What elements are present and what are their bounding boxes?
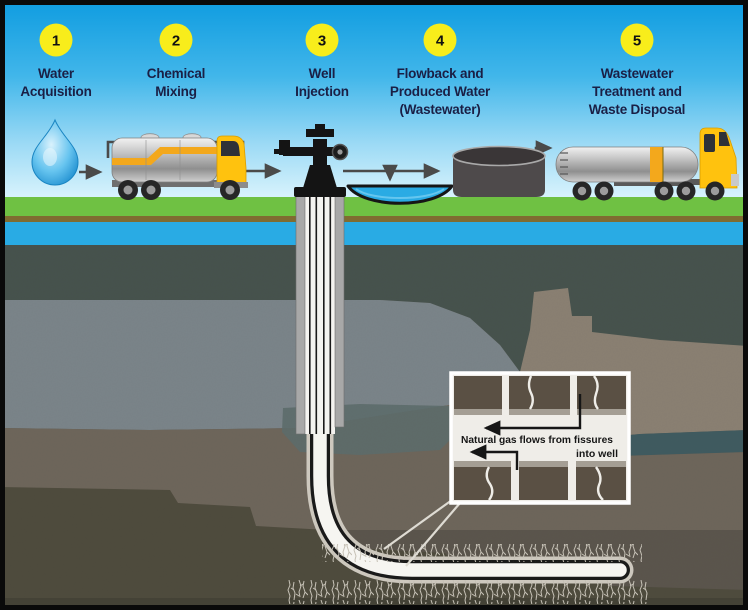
fracture-fissures [286, 544, 648, 604]
lined-pond-icon [346, 184, 454, 205]
mixer-truck-wheels [118, 180, 240, 200]
storage-tank-icon [452, 145, 546, 197]
step-1-label-line2: Acquisition [20, 84, 91, 99]
step-5-badge [620, 23, 654, 57]
wellhead-icon [274, 124, 349, 197]
inset-arrow-lower [469, 444, 519, 470]
step-3-badge [305, 23, 339, 57]
step-4-badge [423, 23, 457, 57]
step-4-label-line2: Produced Water [390, 84, 491, 99]
step-2-label-line1: Chemical [147, 66, 205, 81]
inset-fissure-cracks [485, 375, 604, 501]
inset-rock-blocks [454, 376, 626, 500]
inset-caption-line2: into well [576, 448, 618, 460]
grass-layer [0, 197, 748, 216]
step-3: 3 Well Injection [295, 23, 349, 99]
step-5-label-line2: Treatment and [592, 84, 682, 99]
step-4-label-line3: (Wastewater) [399, 102, 480, 117]
step-4-number: 4 [436, 33, 445, 50]
well-casing [295, 193, 345, 435]
inset-caption-line1: Natural gas flows from fissures [461, 434, 613, 446]
step-3-label-line1: Well [309, 66, 336, 81]
step-1: 1 Water Acquisition [20, 23, 92, 99]
step-3-number: 3 [318, 33, 326, 50]
step-3-label-line2: Injection [295, 84, 349, 99]
step-1-number: 1 [52, 33, 60, 50]
step-4: 4 Flowback and Produced Water (Wastewate… [390, 23, 491, 117]
step-5-label-line1: Wastewater [601, 66, 674, 81]
inset-arrow-upper [483, 394, 582, 436]
step-1-badge [39, 23, 73, 57]
inset-callout: Natural gas flows from fissures into wel… [383, 371, 631, 567]
step-2-badge [159, 23, 193, 57]
soil-layer [0, 216, 748, 222]
tanker-truck-wheels [572, 181, 725, 201]
step-5-number: 5 [633, 33, 641, 50]
mixer-truck-icon [111, 133, 248, 200]
step-5: 5 Wastewater Treatment and Waste Disposa… [589, 23, 685, 117]
step-2-label-line2: Mixing [155, 84, 197, 99]
step-5-label-line3: Waste Disposal [589, 102, 685, 117]
aquifer-layer [0, 222, 748, 245]
tanker-truck-icon [555, 127, 739, 201]
step-indicators: 1 Water Acquisition 2 Chemical Mixing 3 … [20, 23, 685, 117]
step-2: 2 Chemical Mixing [147, 23, 205, 99]
water-droplet-icon [31, 118, 79, 186]
step-4-label-line1: Flowback and [397, 66, 484, 81]
step-2-number: 2 [172, 33, 180, 50]
step-1-label-line1: Water [38, 66, 75, 81]
